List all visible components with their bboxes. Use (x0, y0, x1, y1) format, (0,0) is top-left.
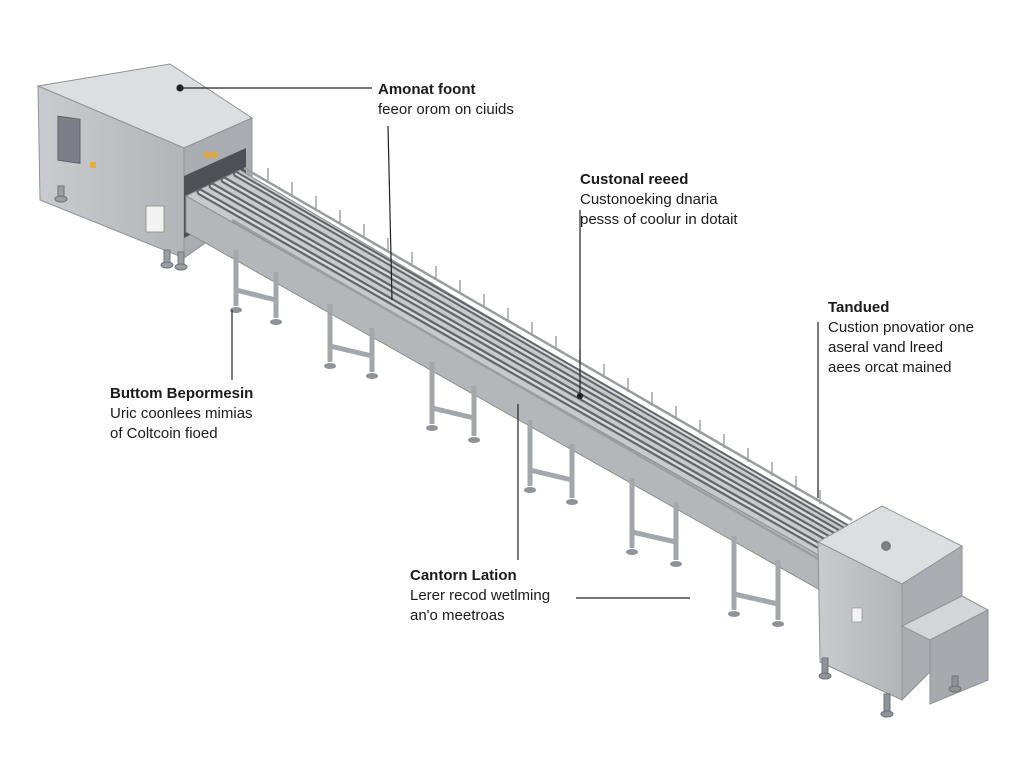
callout-text: Lerer recod wetlming (410, 587, 551, 604)
callout-right: Tandued Custion pnovatior one aseral van… (828, 298, 974, 378)
warning-sticker-icon (90, 162, 96, 168)
leader-dot (176, 84, 184, 92)
callout-bottom: Cantorn Lation Lerer recod wetlming an'o… (410, 566, 550, 626)
callout-top-right: Custonal reeed Custonoeking dnaria pesss… (580, 170, 738, 230)
housing-feet (54, 185, 188, 271)
right-housing (816, 505, 990, 718)
callout-text: feeor orom on ciuids (378, 101, 514, 118)
callout-left: Buttom Bepormesin Uric coonlees mimias o… (110, 384, 253, 444)
callout-title: Custonal reeed (580, 171, 689, 188)
leader-lines (176, 84, 819, 599)
leg-feet (230, 307, 784, 627)
warning-sticker-icon (204, 152, 218, 158)
callout-top-left: Amonat foont feeor orom on ciuids (378, 80, 514, 120)
control-panel-icon (57, 115, 81, 164)
callout-text: Custion pnovatior one (828, 319, 974, 336)
callout-title: Tandued (828, 299, 890, 316)
callout-text: of Coltcoin fioed (110, 425, 218, 442)
label-plate (851, 607, 863, 623)
conveyor-bed (184, 166, 855, 591)
callout-text: aseral vand lreed (828, 339, 944, 356)
leader-top-mid (387, 125, 393, 301)
callout-text: Uric coonlees mimias (110, 405, 253, 422)
callout-title: Buttom Bepormesin (110, 385, 254, 402)
label-plate (145, 205, 165, 233)
port-icon (881, 541, 891, 551)
callout-text: an'o meetroas (410, 607, 505, 624)
callout-title: Cantorn Lation (410, 567, 517, 584)
support-legs (233, 250, 781, 620)
callout-text: Custonoeking dnaria (580, 191, 718, 208)
callout-text: aees orcat mained (828, 359, 952, 376)
callout-title: Amonat foont (378, 81, 476, 98)
callout-text: pesss of coolur in dotait (580, 211, 738, 228)
